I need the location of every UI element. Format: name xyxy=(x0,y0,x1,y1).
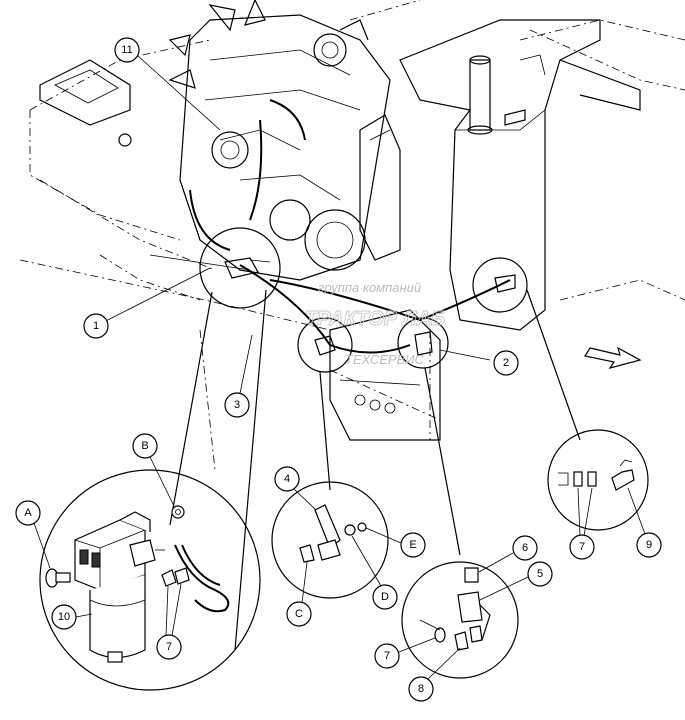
svg-text:A: A xyxy=(24,507,32,519)
callout-1: 1 xyxy=(83,313,109,339)
callout-9: 9 xyxy=(627,487,662,558)
detail-circle-clamp xyxy=(297,317,353,373)
fuel-tank xyxy=(399,19,641,331)
callout-6: 6 xyxy=(478,535,538,573)
callout-7-fittings: 7 xyxy=(374,637,436,669)
svg-text:5: 5 xyxy=(537,568,543,580)
chassis-frame xyxy=(19,0,685,471)
svg-text:4: 4 xyxy=(284,473,290,485)
watermark-sub: ТЕХСЕРВИС xyxy=(345,352,425,367)
clamp-detail-view xyxy=(271,481,389,599)
svg-text:7: 7 xyxy=(579,541,585,553)
svg-text:7: 7 xyxy=(384,650,390,662)
svg-text:C: C xyxy=(295,608,303,620)
svg-text:9: 9 xyxy=(646,539,652,551)
tank-fittings-detail-view xyxy=(547,429,649,531)
callout-4: 4 xyxy=(274,466,317,511)
svg-text:E: E xyxy=(409,539,416,551)
detail-circle-filter xyxy=(199,227,281,309)
callout-E: E xyxy=(365,527,426,558)
svg-text:8: 8 xyxy=(418,683,424,695)
svg-text:10: 10 xyxy=(58,611,70,623)
svg-text:6: 6 xyxy=(522,542,528,554)
svg-text:2: 2 xyxy=(503,357,509,369)
cover-plate xyxy=(39,59,132,147)
watermark-top: группа компаний xyxy=(318,280,421,295)
filter-detail-view xyxy=(39,469,261,691)
callout-10: 10 xyxy=(51,604,93,630)
svg-text:7: 7 xyxy=(166,641,172,653)
engine-assembly xyxy=(168,0,401,281)
callout-2: 2 xyxy=(493,350,519,376)
direction-arrow-icon xyxy=(584,346,642,369)
svg-text:B: B xyxy=(141,440,148,452)
callout-7-filter: 7 xyxy=(156,583,182,660)
watermark: группа компаний ТРАКТОР ЛАБ ТЕХСЕРВИС xyxy=(305,280,446,367)
leader-lines xyxy=(97,54,581,651)
svg-text:11: 11 xyxy=(121,44,132,56)
callout-B: B xyxy=(132,433,175,507)
callout-7-tank: 7 xyxy=(569,487,595,560)
callout-D: D xyxy=(351,535,398,610)
callout-11: 11 xyxy=(114,37,140,63)
fittings-detail-view xyxy=(401,561,519,679)
callout-3: 3 xyxy=(224,392,250,418)
watermark-main: ТРАКТОР ЛАБ xyxy=(305,308,445,330)
callout-C: C xyxy=(286,561,312,627)
callout-A: A xyxy=(15,500,51,569)
detail-circle-fitting xyxy=(397,317,449,369)
svg-text:1: 1 xyxy=(93,320,99,332)
lower-frame xyxy=(329,309,441,441)
svg-text:3: 3 xyxy=(234,399,240,411)
svg-text:D: D xyxy=(381,591,389,603)
detail-circle-tank-fitting xyxy=(472,257,528,313)
callout-5: 5 xyxy=(479,561,553,601)
callout-8: 8 xyxy=(408,647,461,702)
